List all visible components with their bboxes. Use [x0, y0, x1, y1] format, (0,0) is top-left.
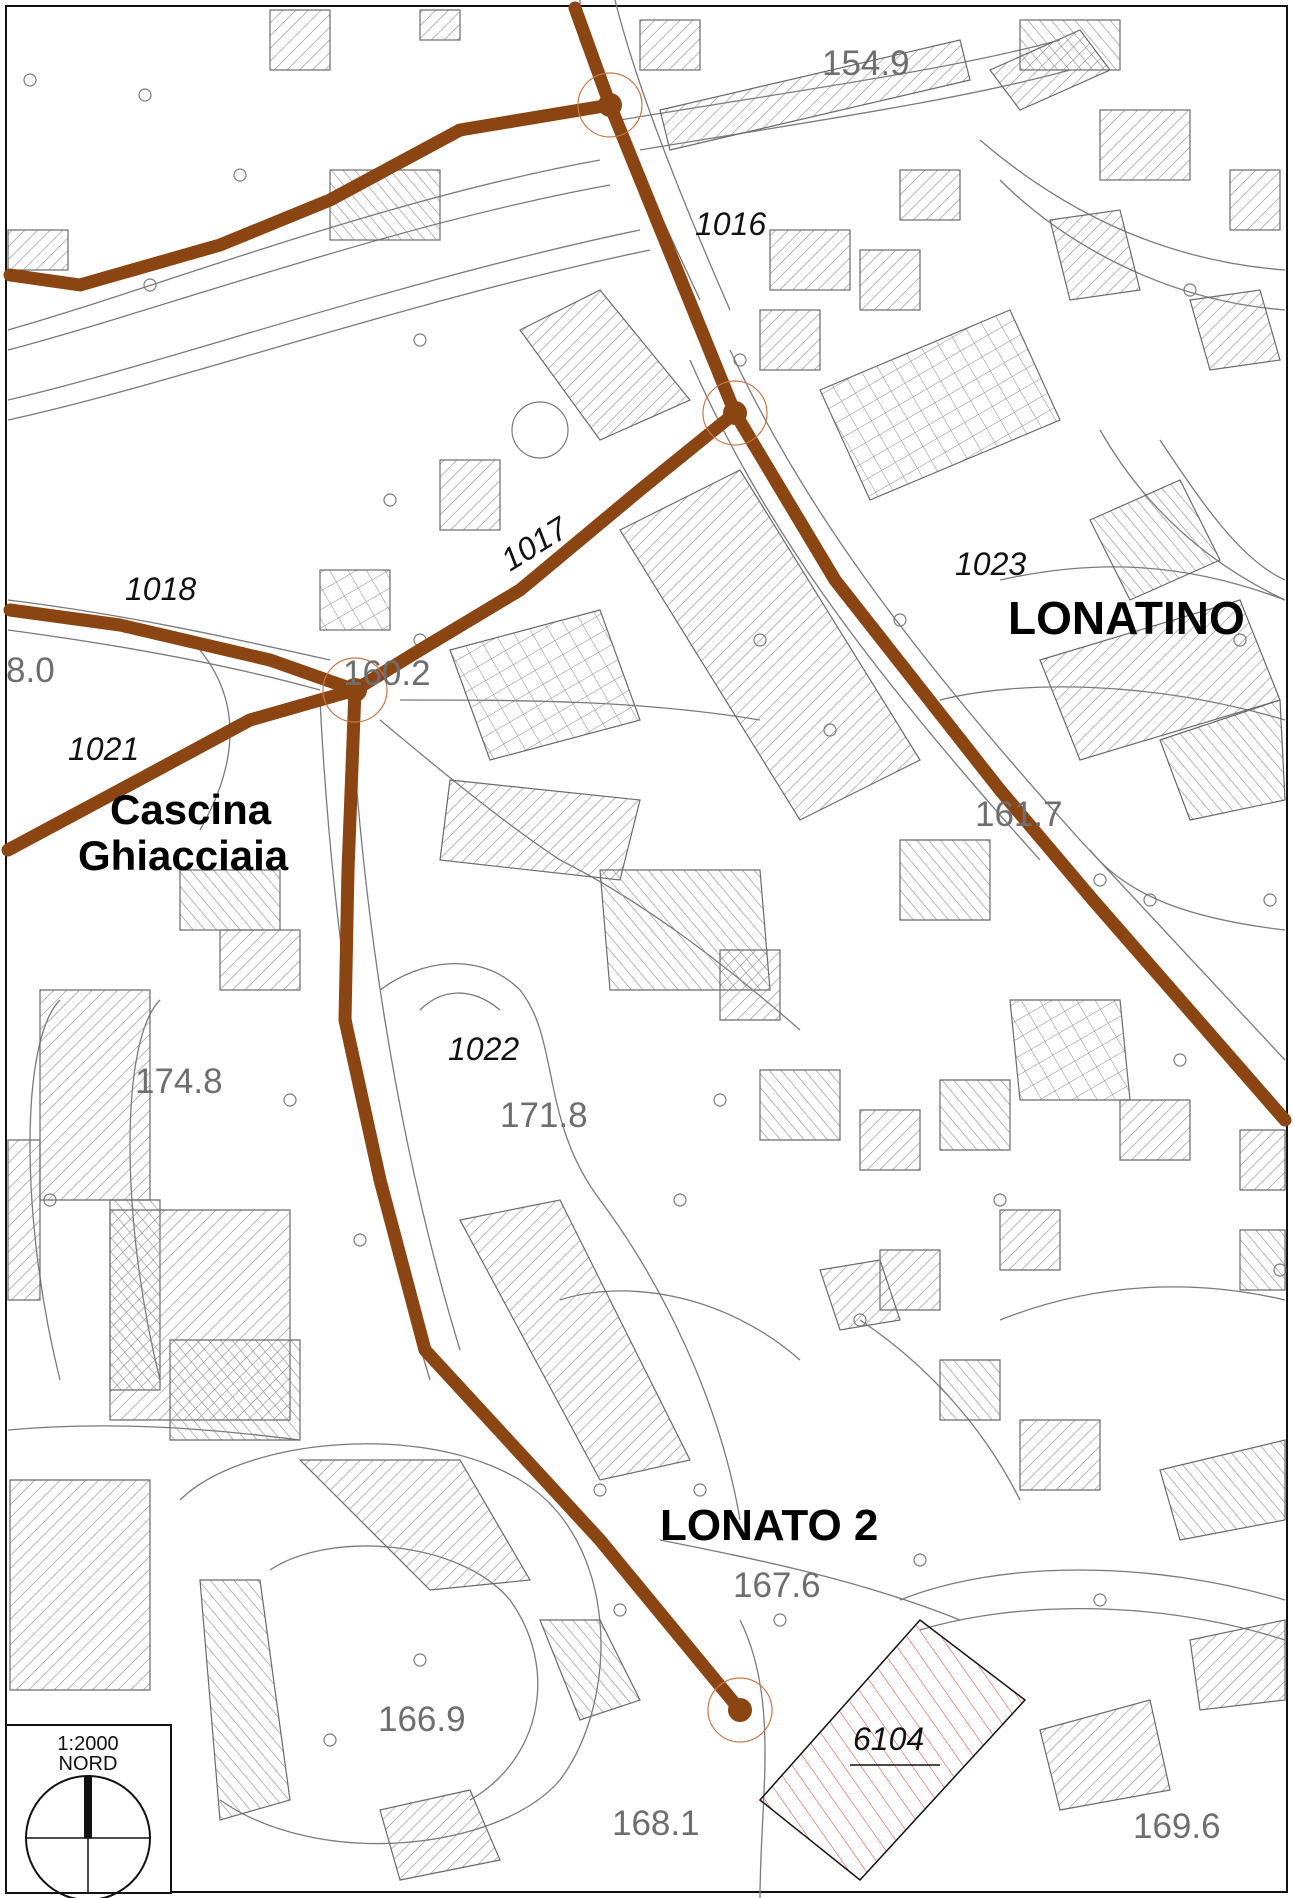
route-node-icon [577, 72, 643, 138]
north-text: NORD [59, 1753, 118, 1775]
route-node-icon [322, 657, 388, 723]
route-1018 [3, 603, 362, 697]
segment-code-1021: 1021 [68, 731, 139, 767]
elevation-169-6: 169.6 [1133, 1807, 1221, 1846]
route-node-icon [728, 1698, 752, 1722]
scale-text: 1:2000 [57, 1733, 118, 1755]
elevation-160-2: 160.2 [343, 654, 431, 693]
elevation-8-0: 8.0 [6, 651, 55, 690]
parcel-6104[interactable] [758, 1618, 1027, 1882]
place-cascina: Cascina [110, 786, 272, 833]
route-node-icon [343, 678, 367, 702]
route-1017 [348, 406, 742, 697]
segment-code-1022: 1022 [448, 1031, 519, 1067]
scale-box: 1:2000 NORD [5, 1724, 172, 1898]
elevation-166-9: 166.9 [378, 1700, 466, 1739]
elevation-171-8: 171.8 [500, 1096, 588, 1135]
route-1021 [1, 683, 362, 857]
route-node-icon [702, 380, 768, 446]
route-node-icon [707, 1677, 773, 1743]
place-ghiacciaia: Ghiacciaia [78, 832, 289, 879]
parcel-code: 6104 [853, 1721, 924, 1757]
segment-code-1018: 1018 [125, 571, 196, 607]
elevation-167-6: 167.6 [733, 1566, 821, 1605]
place-lonato-2: LONATO 2 [660, 1501, 878, 1550]
elevation-174-8: 174.8 [135, 1062, 223, 1101]
route-south [338, 683, 747, 1717]
route-node-icon [598, 93, 622, 117]
route-nodes [322, 72, 773, 1743]
elevation-154-9: 154.9 [822, 44, 910, 83]
elevation-168-1: 168.1 [612, 1804, 700, 1843]
elevation-161-7: 161.7 [975, 795, 1063, 834]
north-arrow-icon [25, 1775, 151, 1898]
route-node-icon [723, 401, 747, 425]
segment-code-1023: 1023 [955, 546, 1026, 582]
route-north [3, 98, 617, 292]
segment-code-1016: 1016 [695, 206, 766, 242]
buildings [7, 9, 1286, 1881]
place-lonatino: LONATINO [1008, 592, 1245, 644]
